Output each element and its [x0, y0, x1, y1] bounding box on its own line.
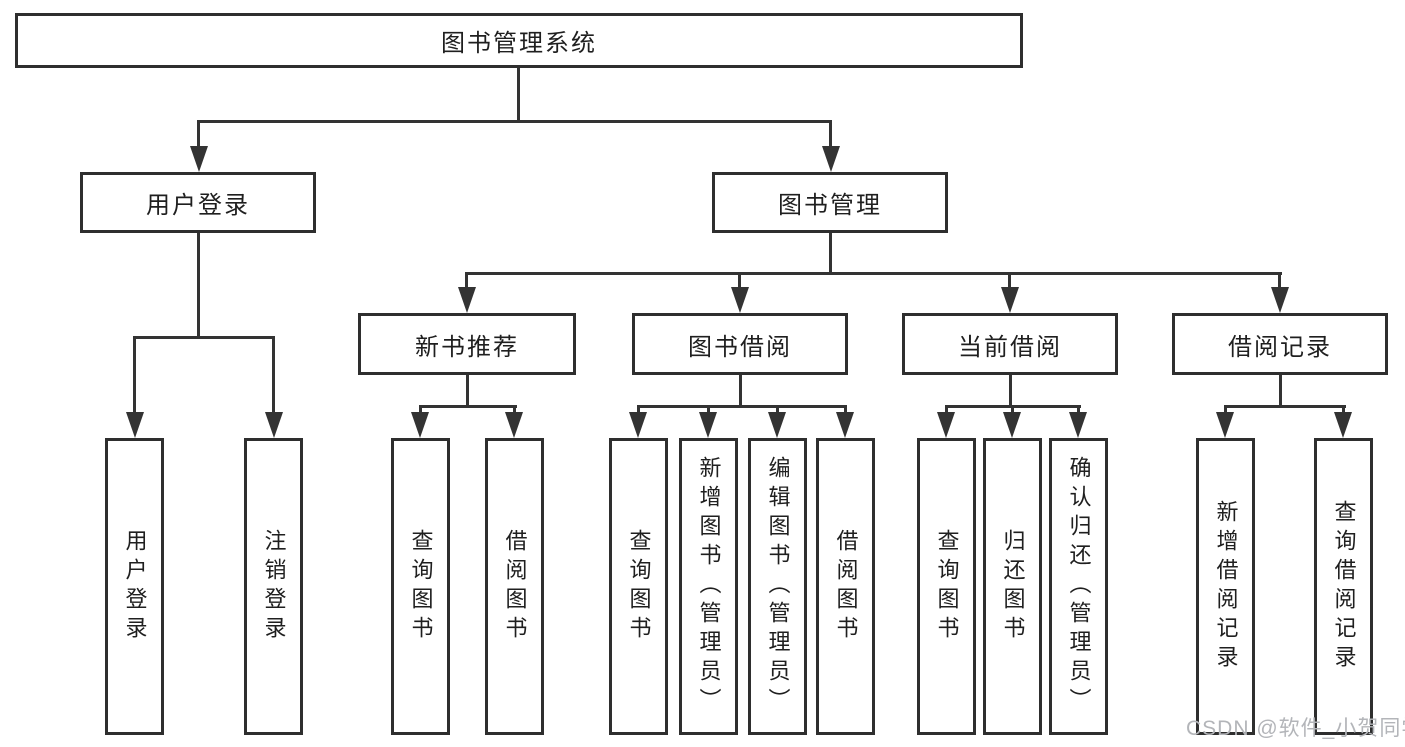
- connector-line: [844, 405, 847, 413]
- connector-line: [1011, 405, 1014, 413]
- connector-line: [133, 336, 136, 412]
- connector-line: [637, 405, 640, 413]
- node-book-borrowing: 图书借阅: [632, 313, 848, 375]
- leaf-confirm-return-admin: 确认归还（管理员）: [1049, 438, 1108, 735]
- connector-line: [513, 405, 516, 413]
- leaf-query-books-current: 查询图书: [917, 438, 976, 735]
- arrowhead-down: [1069, 412, 1087, 438]
- arrowhead-down: [505, 412, 523, 438]
- leaf-add-book-admin: 新增图书（管理员）: [679, 438, 738, 735]
- connector-line: [466, 272, 1282, 275]
- node-new-book-recommendation: 新书推荐: [358, 313, 576, 375]
- connector-line: [197, 120, 200, 148]
- node-book-management: 图书管理: [712, 172, 948, 233]
- connector-line: [419, 405, 517, 408]
- connector-line: [738, 272, 741, 287]
- connector-line: [1224, 405, 1227, 413]
- leaf-borrow-books-recommend: 借阅图书: [485, 438, 544, 735]
- connector-line: [1077, 405, 1080, 413]
- arrowhead-down: [699, 412, 717, 438]
- arrowhead-down: [1271, 287, 1289, 313]
- arrowhead-down: [458, 287, 476, 313]
- leaf-return-books: 归还图书: [983, 438, 1042, 735]
- arrowhead-down: [1216, 412, 1234, 438]
- connector-line: [1008, 272, 1011, 287]
- arrowhead-down: [265, 412, 283, 438]
- watermark-text: CSDN @软件_小贺同学: [1186, 717, 1405, 740]
- connector-line: [829, 233, 832, 272]
- connector-line: [465, 272, 468, 287]
- connector-line: [1279, 375, 1282, 405]
- leaf-add-borrow-record: 新增借阅记录: [1196, 438, 1255, 735]
- arrowhead-down: [731, 287, 749, 313]
- connector-line: [419, 405, 422, 413]
- leaf-logout-login: 注销登录: [244, 438, 303, 735]
- connector-line: [272, 336, 275, 412]
- connector-line: [739, 375, 742, 405]
- arrowhead-down: [822, 146, 840, 172]
- leaf-user-login: 用户登录: [105, 438, 164, 735]
- arrowhead-down: [190, 146, 208, 172]
- connector-line: [197, 233, 200, 336]
- connector-line: [637, 405, 847, 408]
- arrowhead-down: [1334, 412, 1352, 438]
- arrowhead-down: [629, 412, 647, 438]
- arrowhead-down: [1003, 412, 1021, 438]
- arrowhead-down: [768, 412, 786, 438]
- leaf-query-borrow-record: 查询借阅记录: [1314, 438, 1373, 735]
- node-user-login: 用户登录: [80, 172, 316, 233]
- arrowhead-down: [411, 412, 429, 438]
- leaf-query-books-recommend: 查询图书: [391, 438, 450, 735]
- leaf-borrow-books-borrowing: 借阅图书: [816, 438, 875, 735]
- connector-line: [1278, 272, 1281, 287]
- arrowhead-down: [937, 412, 955, 438]
- arrowhead-down: [126, 412, 144, 438]
- connector-line: [1342, 405, 1345, 413]
- connector-line: [776, 405, 779, 413]
- connector-line: [197, 120, 832, 123]
- arrowhead-down: [836, 412, 854, 438]
- connector-line: [133, 336, 275, 339]
- connector-line: [829, 120, 832, 148]
- connector-line: [945, 405, 948, 413]
- node-current-borrowing: 当前借阅: [902, 313, 1118, 375]
- leaf-query-books-borrowing: 查询图书: [609, 438, 668, 735]
- connector-line: [1224, 405, 1346, 408]
- connector-line: [466, 375, 469, 405]
- connector-line: [517, 68, 520, 120]
- leaf-edit-book-admin: 编辑图书（管理员）: [748, 438, 807, 735]
- connector-line: [1009, 375, 1012, 405]
- node-library-management-system: 图书管理系统: [15, 13, 1023, 68]
- connector-line: [707, 405, 710, 413]
- arrowhead-down: [1001, 287, 1019, 313]
- node-borrowing-records: 借阅记录: [1172, 313, 1388, 375]
